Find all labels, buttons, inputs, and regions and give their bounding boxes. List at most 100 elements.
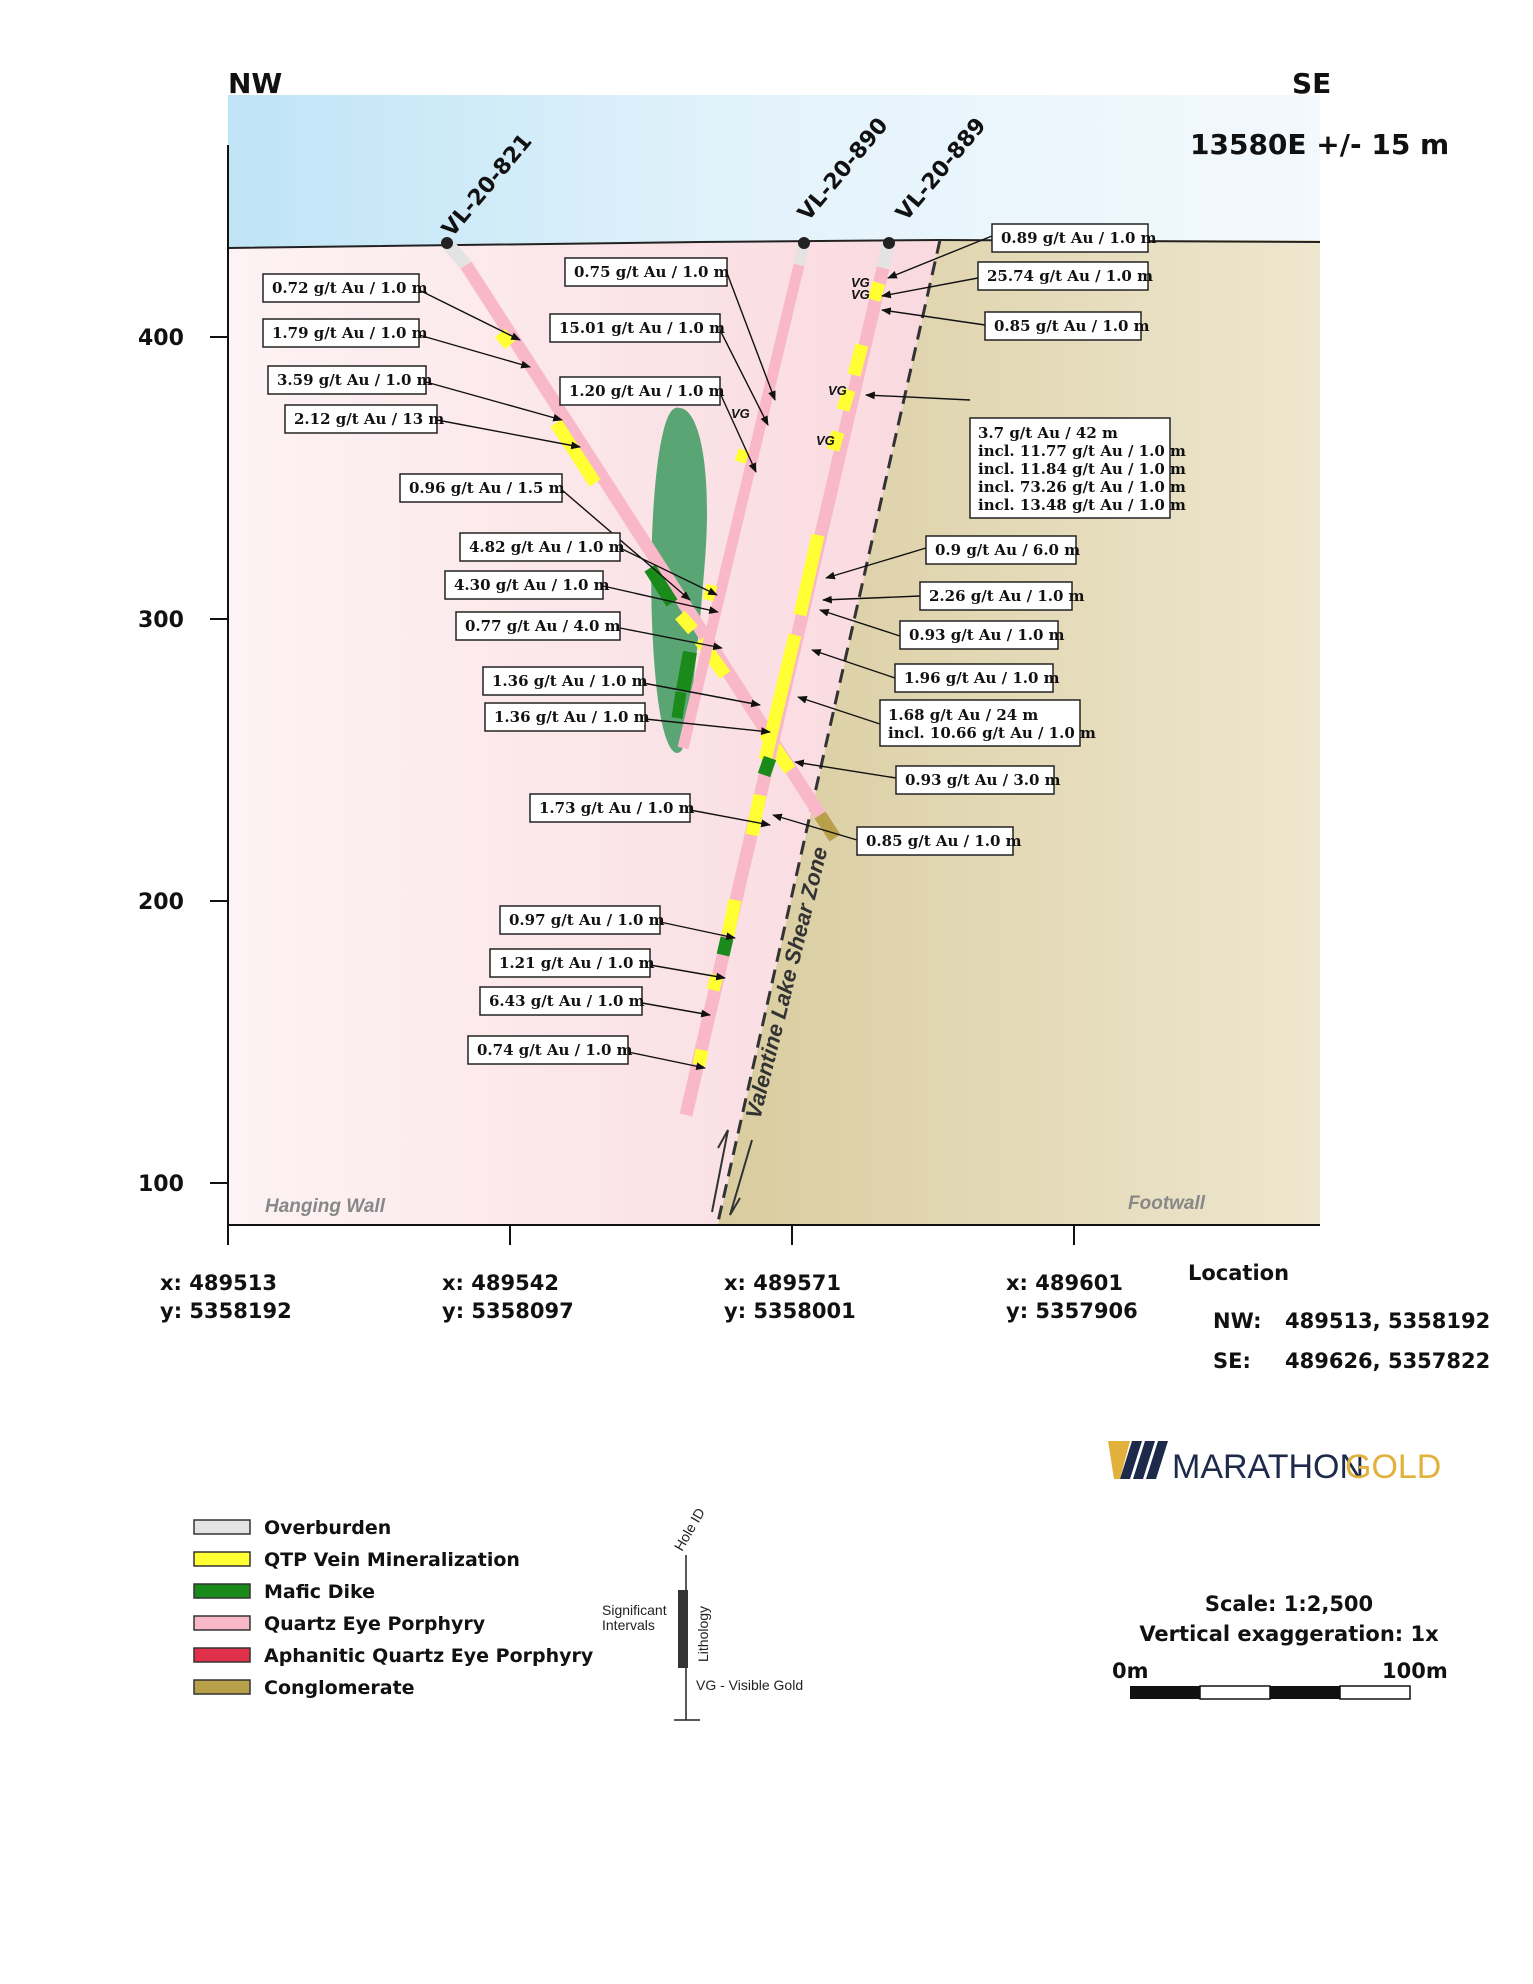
x-coordinate: x: 489571 <box>724 1271 841 1295</box>
callout-leader-arrow <box>811 649 896 679</box>
legend-label: Quartz Eye Porphyry <box>264 1613 486 1635</box>
assay-callout-box <box>484 702 646 732</box>
y-coordinate: y: 5357906 <box>1006 1299 1138 1323</box>
assay-callout-box <box>899 620 1059 650</box>
key-significant: Significant <box>602 1602 667 1618</box>
assay-callout-box <box>284 404 438 434</box>
assay-callout-box <box>262 318 420 348</box>
callout-leader-arrow <box>719 329 769 426</box>
legend-swatch <box>193 1551 251 1567</box>
legend-label: Mafic Dike <box>264 1581 375 1603</box>
callout-leader-arrow <box>865 391 971 401</box>
assay-callout-box <box>455 611 621 641</box>
assay-callout-text: 1.73 g/t Au / 1.0 m <box>539 799 695 817</box>
se-direction-label: SE <box>1292 67 1331 100</box>
assay-callout-text: 0.89 g/t Au / 1.0 m <box>1001 229 1157 247</box>
assay-callout-text: 4.82 g/t Au / 1.0 m <box>469 538 625 556</box>
assay-callout-box <box>499 905 661 935</box>
visible-gold-marker: VG <box>816 433 835 448</box>
shear-zone-line <box>716 239 942 1223</box>
nw-direction-label: NW <box>228 67 282 100</box>
callout-leader-arrow <box>418 334 531 369</box>
section-title: 13580E +/- 15 m <box>1190 128 1449 161</box>
drillhole-key: Hole ID Significant Intervals Lithology … <box>602 1505 803 1721</box>
hanging-wall-label: Hanging Wall <box>265 1196 386 1217</box>
assay-callout-box <box>444 570 604 600</box>
key-vg-note: VG - Visible Gold <box>696 1677 803 1693</box>
marathon-gold-logo: MARATHON GOLD <box>1108 1441 1441 1486</box>
assay-callout-text: 1.20 g/t Au / 1.0 m <box>569 382 725 400</box>
shear-sense-arrow-left <box>711 1129 729 1213</box>
scale-bar <box>1130 1685 1411 1700</box>
location-key: SE: <box>1213 1349 1251 1373</box>
assay-callout-text: 1.36 g/t Au / 1.0 m <box>492 672 648 690</box>
vertical-exaggeration-text: Vertical exaggeration: 1x <box>1139 1622 1439 1646</box>
callout-leader-arrow <box>794 759 897 779</box>
assay-callout-text: 1.79 g/t Au / 1.0 m <box>272 324 428 342</box>
callout-leader-arrow <box>641 1002 711 1018</box>
assay-callout-text: 0.77 g/t Au / 4.0 m <box>465 617 621 635</box>
scale-start-label: 0m <box>1112 1659 1149 1683</box>
assay-callout-text: 15.01 g/t Au / 1.0 m <box>559 319 725 337</box>
callout-leader-arrow <box>881 307 986 326</box>
scale-end-label: 100m <box>1382 1659 1448 1683</box>
callout-leader-arrow <box>822 595 921 604</box>
assay-callout-box <box>549 313 721 343</box>
logo-word-gold: GOLD <box>1345 1448 1441 1486</box>
y-coordinate: y: 5358001 <box>724 1299 856 1323</box>
x-axis-ticks <box>227 1225 1075 1245</box>
callout-leader-arrow <box>619 627 723 651</box>
callout-leader-arrow <box>726 272 776 401</box>
callout-leader-arrow <box>425 381 563 422</box>
footwall-label: Footwall <box>1128 1193 1206 1214</box>
assay-callout-text: 6.43 g/t Au / 1.0 m <box>489 992 645 1010</box>
assay-callout-text: 0.85 g/t Au / 1.0 m <box>994 317 1150 335</box>
assay-callout-box <box>529 793 691 823</box>
x-axis-coordinates: x: 489513 y: 5358192 x: 489542 y: 535809… <box>160 1271 1138 1323</box>
assay-callout-text: 2.12 g/t Au / 13 m <box>294 410 444 428</box>
assay-callout-box <box>925 535 1077 565</box>
assay-callout-box <box>984 311 1142 341</box>
assay-callout-text: 0.85 g/t Au / 1.0 m <box>866 832 1022 850</box>
assay-callout-text: 0.72 g/t Au / 1.0 m <box>272 279 428 297</box>
assay-callout-text: incl. 73.26 g/t Au / 1.0 m <box>978 478 1186 496</box>
assay-callout-box <box>467 1035 629 1065</box>
location-title: Location <box>1188 1261 1289 1285</box>
legend-swatch <box>193 1647 251 1663</box>
assay-callout-box <box>262 273 420 303</box>
legend-label: Aphanitic Quartz Eye Porphyry <box>264 1645 594 1667</box>
callout-leader-arrow <box>561 489 691 601</box>
visible-gold-marker: VG <box>731 406 750 421</box>
assay-callout-text: 4.30 g/t Au / 1.0 m <box>454 576 610 594</box>
x-coordinate: x: 489542 <box>442 1271 559 1295</box>
assay-callout-text: 1.36 g/t Au / 1.0 m <box>494 708 650 726</box>
assay-callout-text: 0.9 g/t Au / 6.0 m <box>935 541 1080 559</box>
assay-callout-box <box>991 223 1149 253</box>
y-tick-label: 300 <box>138 608 184 633</box>
assay-callout-box <box>977 261 1149 291</box>
callout-leader-arrow <box>649 964 726 981</box>
legend-swatch <box>193 1679 251 1695</box>
callout-leader-arrow <box>602 585 719 614</box>
assay-callout-text: incl. 10.66 g/t Au / 1.0 m <box>888 724 1096 742</box>
callout-leader-arrow <box>772 813 858 841</box>
assay-callout-box <box>489 948 651 978</box>
legend-label: Overburden <box>264 1517 391 1539</box>
callout-leader-arrow <box>627 1051 706 1071</box>
legend-label: QTP Vein Mineralization <box>264 1549 520 1571</box>
shear-sense-arrow-right <box>729 1139 753 1216</box>
legend-swatch <box>193 1615 251 1631</box>
x-coordinate: x: 489513 <box>160 1271 277 1295</box>
assay-callout-text: 0.74 g/t Au / 1.0 m <box>477 1041 633 1059</box>
sky-region <box>228 95 1320 248</box>
assay-callout-box <box>482 666 644 696</box>
assay-callout-box <box>894 663 1054 693</box>
assay-callout-box <box>879 699 1081 747</box>
visible-gold-marker: VG <box>851 275 870 290</box>
assay-callout-box <box>969 417 1171 519</box>
callout-leader-arrow <box>719 392 757 473</box>
key-hole-id: Hole ID <box>671 1505 708 1553</box>
y-coordinate: y: 5358097 <box>442 1299 574 1323</box>
assay-callout-text: 1.96 g/t Au / 1.0 m <box>904 669 1060 687</box>
assay-callout-text: 3.7 g/t Au / 42 m <box>978 424 1118 442</box>
